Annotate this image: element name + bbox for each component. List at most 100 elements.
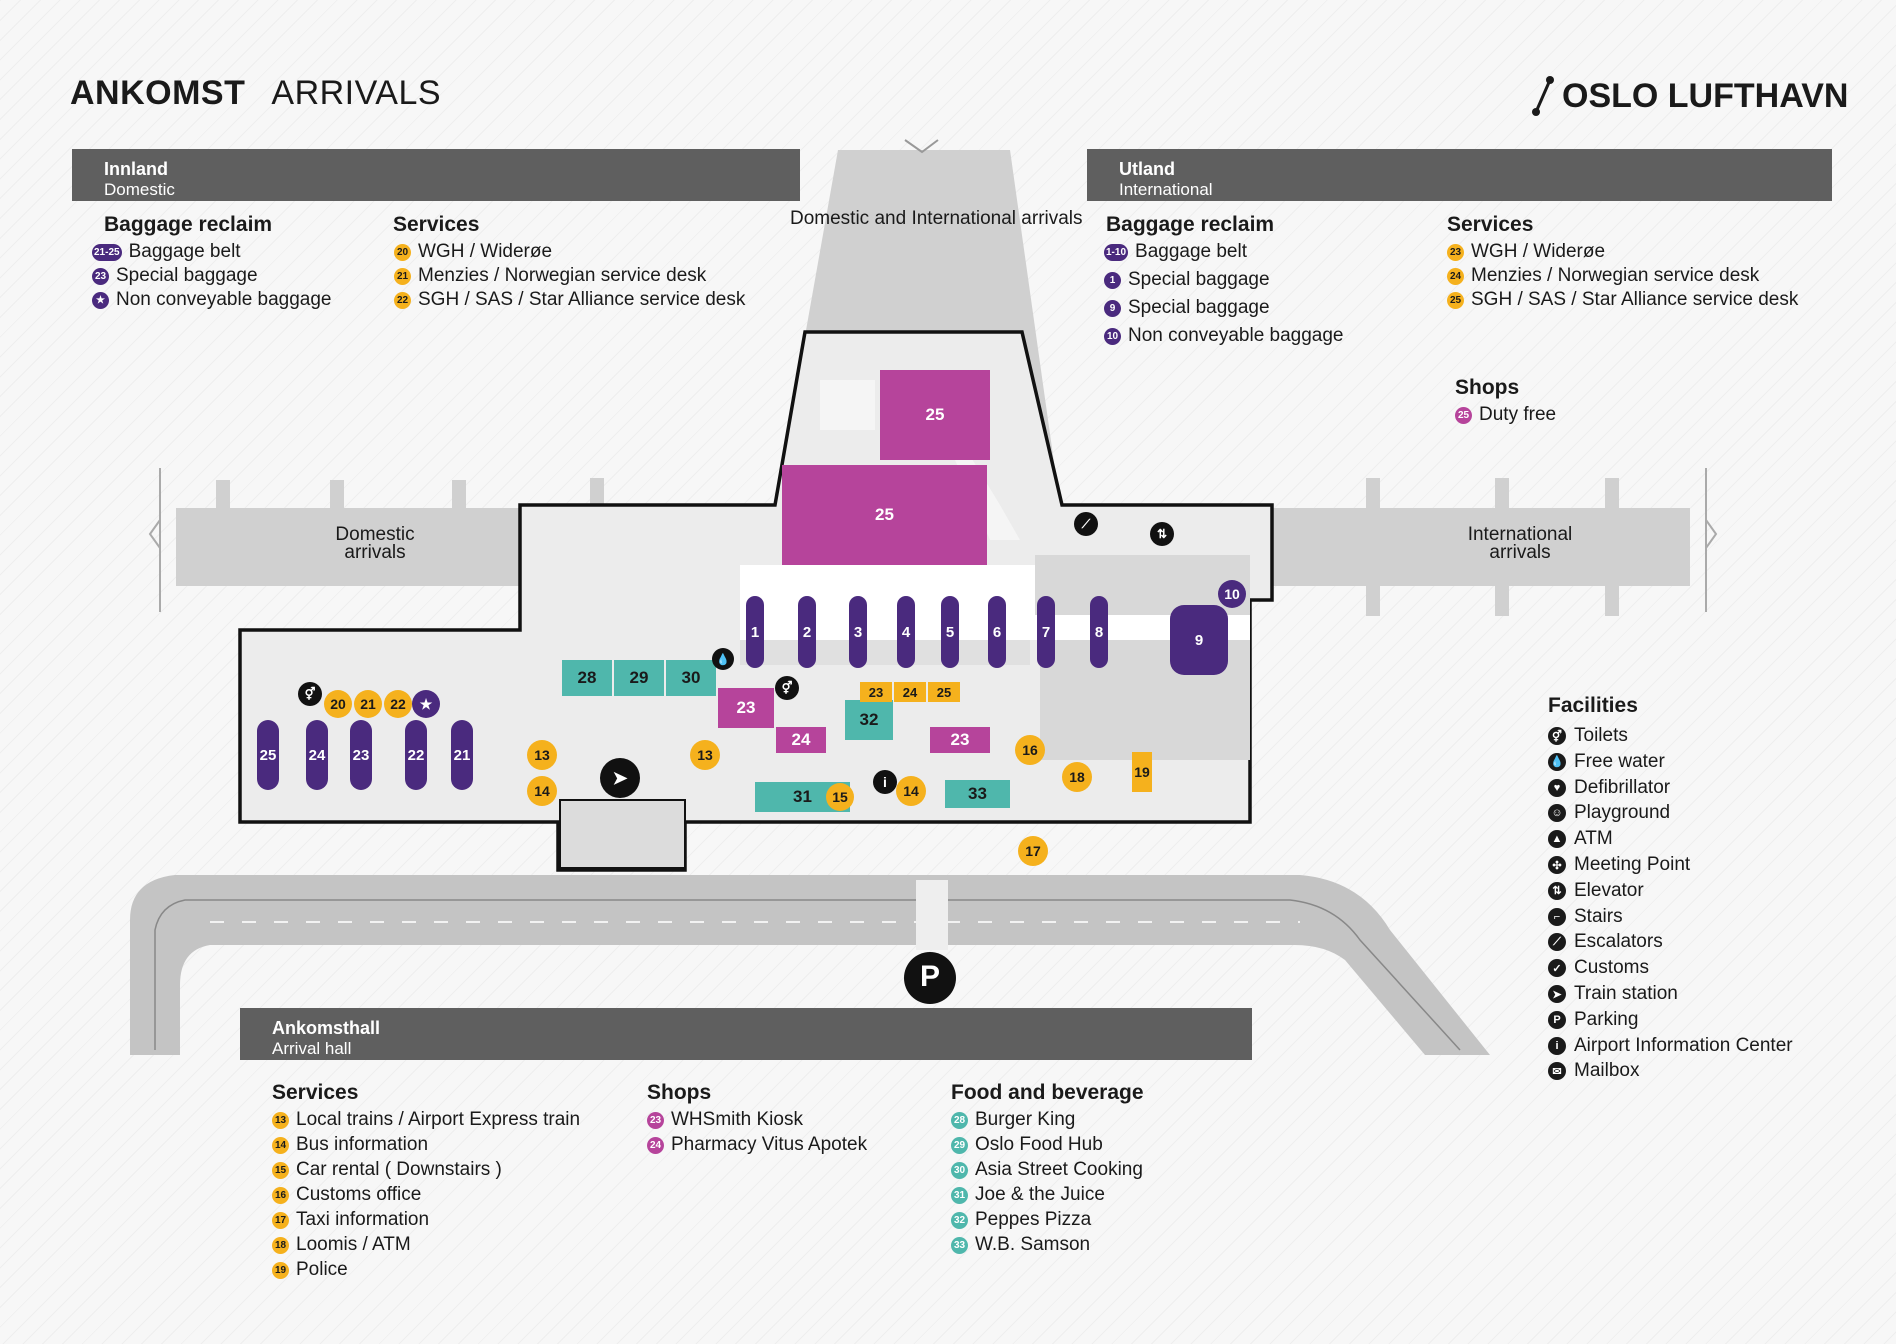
water-icon: 💧 bbox=[1548, 752, 1566, 771]
item-label: Pharmacy Vitus Apotek bbox=[671, 1134, 868, 1155]
facility-label: Elevator bbox=[1574, 879, 1644, 901]
desk-dom-2: 22 bbox=[384, 690, 412, 718]
item-label: Bus information bbox=[296, 1134, 429, 1155]
number-badge: 23 bbox=[647, 1111, 664, 1129]
defibrillator-icon: ♥ bbox=[1548, 778, 1566, 797]
item-label: Burger King bbox=[975, 1109, 1076, 1130]
belt-2: 2 bbox=[798, 596, 816, 668]
belt-6: 6 bbox=[988, 596, 1006, 668]
number-badge: ★ bbox=[92, 291, 109, 309]
food-33: 33 bbox=[945, 780, 1010, 808]
belt-dom-24: 24 bbox=[306, 720, 328, 790]
international-bar-title: Utland bbox=[1119, 159, 1175, 179]
service-13-right: 13 bbox=[690, 740, 720, 770]
service-18: 18 bbox=[1062, 762, 1092, 792]
belt-9: 9 bbox=[1170, 605, 1228, 675]
number-badge: 10 bbox=[1104, 327, 1121, 345]
facility-item: ☺Playground bbox=[1548, 801, 1670, 825]
train-station-marker: ➤ bbox=[600, 758, 640, 798]
number-badge: 29 bbox=[951, 1136, 968, 1154]
item-label: Joe & the Juice bbox=[975, 1184, 1105, 1205]
number-badge: 30 bbox=[951, 1161, 968, 1179]
facilities-heading: Facilities bbox=[1548, 694, 1638, 717]
desk-dom-0: 20 bbox=[324, 690, 352, 718]
number-badge: 17 bbox=[272, 1211, 289, 1229]
parking-letter: P bbox=[920, 960, 941, 993]
number-badge: 19 bbox=[272, 1261, 289, 1279]
number-badge: 21 bbox=[394, 267, 411, 285]
dom-bag-item: ★Non conveyable baggage bbox=[92, 288, 332, 312]
item-label: Loomis / ATM bbox=[296, 1234, 411, 1255]
belt-5: 5 bbox=[941, 596, 959, 668]
belt-dom-22: 22 bbox=[405, 720, 427, 790]
hatched-area bbox=[559, 799, 686, 869]
service-16: 16 bbox=[1015, 735, 1045, 765]
item-label: Special baggage bbox=[116, 265, 258, 286]
item-label: Menzies / Norwegian service desk bbox=[1471, 265, 1760, 286]
item-label: Oslo Food Hub bbox=[975, 1134, 1103, 1155]
arrival-hall-bar: Ankomsthall Arrival hall bbox=[240, 1008, 1252, 1060]
facility-item: 💧Free water bbox=[1548, 750, 1665, 774]
item-label: Baggage belt bbox=[1135, 241, 1248, 262]
item-label: Special baggage bbox=[1128, 297, 1270, 318]
food-28: 28 bbox=[562, 660, 612, 696]
parking-icon: P bbox=[1548, 1010, 1566, 1029]
duty-free-main: 25 bbox=[782, 465, 987, 565]
toilets-icon: ⚥ bbox=[1548, 727, 1566, 745]
road bbox=[130, 875, 1490, 1055]
pier-international bbox=[1265, 508, 1690, 586]
shop-23-intl: 23 bbox=[930, 727, 990, 753]
facility-item: ⟋Escalators bbox=[1548, 930, 1663, 954]
belt-1: 1 bbox=[746, 596, 764, 668]
item-label: Peppes Pizza bbox=[975, 1209, 1092, 1230]
item-label: SGH / SAS / Star Alliance service desk bbox=[418, 289, 746, 310]
number-badge: 9 bbox=[1104, 299, 1121, 317]
international-bar: Utland International bbox=[1087, 149, 1832, 201]
domestic-bar-title: Innland bbox=[104, 159, 168, 179]
facility-label: Parking bbox=[1574, 1008, 1639, 1030]
belt-dom-23: 23 bbox=[350, 720, 372, 790]
intl-bag-item: 10 Non conveyable baggage bbox=[1104, 324, 1344, 348]
number-badge: 23 bbox=[92, 267, 109, 285]
number-badge: 21-25 bbox=[92, 243, 122, 261]
item-label: Taxi information bbox=[296, 1209, 430, 1230]
elevator-icon: ⇅ bbox=[1548, 881, 1566, 900]
hall-services-heading: Services bbox=[272, 1081, 359, 1104]
item-label: Non conveyable baggage bbox=[1128, 325, 1344, 346]
number-badge: 1 bbox=[1104, 271, 1121, 289]
intl-svc-item: 24 Menzies / Norwegian service desk bbox=[1447, 264, 1759, 288]
number-badge: 18 bbox=[272, 1236, 289, 1254]
number-badge: 24 bbox=[1447, 267, 1464, 285]
intl-bag-item: 9 Special baggage bbox=[1104, 296, 1270, 320]
map-label-domestic: Domestic arrivals bbox=[335, 524, 415, 563]
facility-item: P Parking bbox=[1548, 1008, 1638, 1032]
shop-23: 23 bbox=[718, 688, 774, 728]
facility-label: Toilets bbox=[1574, 725, 1628, 746]
hall-svc-item: 18 Loomis / ATM bbox=[272, 1233, 411, 1257]
domestic-baggage-heading: Baggage reclaim bbox=[104, 213, 273, 236]
facility-label: Defibrillator bbox=[1574, 776, 1671, 798]
facility-item: ⌐Stairs bbox=[1548, 905, 1623, 929]
facility-item: ✓Customs bbox=[1548, 956, 1649, 980]
desk-dom-1: 21 bbox=[354, 690, 382, 718]
number-badge: 24 bbox=[647, 1136, 664, 1154]
facility-label: Playground bbox=[1574, 802, 1671, 824]
duty-free-north: 25 bbox=[880, 370, 990, 460]
number-badge: 13 bbox=[272, 1111, 289, 1129]
facility-item: ▲ATM bbox=[1548, 827, 1613, 851]
hall-shop-item: 24 Pharmacy Vitus Apotek bbox=[647, 1133, 867, 1157]
title-norwegian: ANKOMST bbox=[70, 74, 246, 112]
belt-10-marker: 10 bbox=[1218, 580, 1246, 608]
belt-3: 3 bbox=[849, 596, 867, 668]
